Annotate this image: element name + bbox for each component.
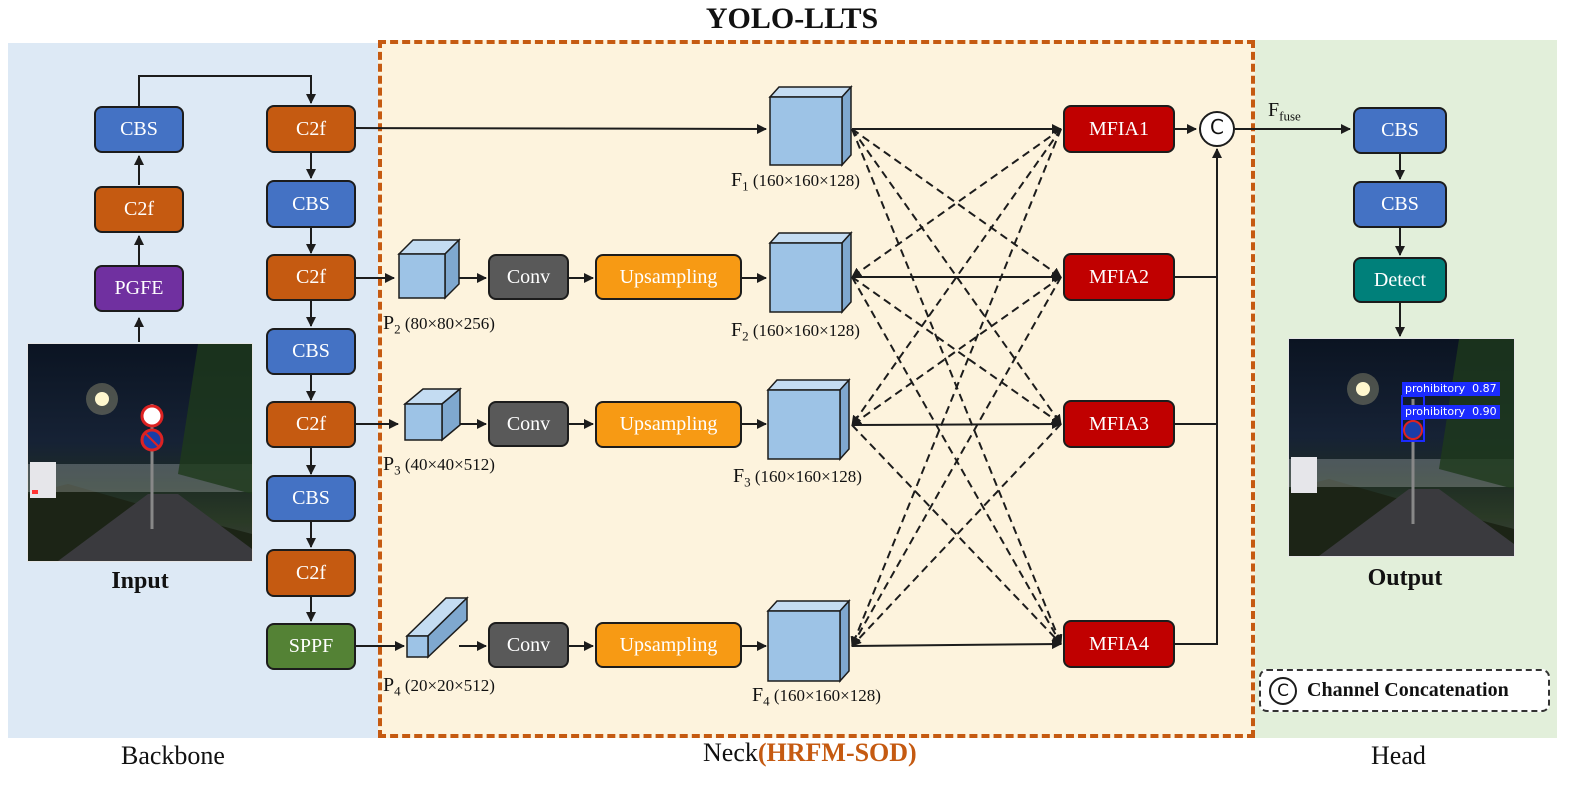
backbone-cbs-2: CBS	[266, 328, 356, 375]
p2-label: P2 (80×80×256)	[383, 312, 495, 337]
mfia-3: MFIA3	[1063, 400, 1175, 448]
f-fuse-label: Ffuse	[1268, 99, 1301, 124]
cube-f4	[766, 599, 851, 683]
backbone-label: Backbone	[121, 741, 225, 770]
input-image	[27, 343, 253, 562]
backbone-c2f-1: C2f	[266, 105, 356, 153]
concat-symbol: C	[1210, 115, 1224, 139]
output-label: Output	[1367, 565, 1443, 591]
cube-f3	[766, 378, 851, 461]
backbone-pgfe: PGFE	[94, 265, 184, 312]
head-cbs-2: CBS	[1353, 181, 1447, 228]
backbone-c2f-2: C2f	[266, 254, 356, 301]
cube-f2	[768, 231, 853, 314]
backbone-cbs-3: CBS	[266, 475, 356, 522]
detection-label-2: prohibitory 0.90	[1402, 405, 1500, 419]
neck-upsampling-p2: Upsampling	[595, 254, 742, 300]
backbone-cbs-1: CBS	[266, 180, 356, 228]
cube-p3	[402, 387, 463, 442]
head-detect: Detect	[1353, 257, 1447, 303]
neck-conv-p4: Conv	[488, 622, 569, 668]
mfia-2: MFIA2	[1063, 253, 1175, 301]
head-label: Head	[1371, 741, 1426, 770]
legend-text: Channel Concatenation	[1307, 679, 1509, 701]
neck-tag: (HRFM-SOD)	[757, 738, 917, 767]
f2-label: F2 (160×160×128)	[731, 319, 860, 344]
head-cbs-1: CBS	[1353, 107, 1447, 154]
backbone-cbs-left: CBS	[94, 106, 184, 153]
f3-label: F3 (160×160×128)	[733, 465, 862, 490]
backbone-c2f-left: C2f	[94, 186, 184, 233]
mfia-4: MFIA4	[1063, 620, 1175, 668]
mfia-1: MFIA1	[1063, 105, 1175, 153]
input-label: Input	[111, 568, 169, 594]
neck-conv-p2: Conv	[488, 254, 569, 300]
f1-label: F1 (160×160×128)	[731, 169, 860, 194]
detection-label-1: prohibitory 0.87	[1402, 382, 1500, 396]
cube-p4	[405, 596, 469, 659]
output-night-road	[1289, 339, 1514, 556]
neck-upsampling-p3: Upsampling	[595, 401, 742, 448]
neck-label: Neck(HRFM-SOD)	[703, 738, 917, 768]
p4-label: P4 (20×20×512)	[383, 674, 495, 699]
input-night-road	[28, 344, 252, 561]
backbone-c2f-4: C2f	[266, 549, 356, 597]
neck-upsampling-p4: Upsampling	[595, 622, 742, 668]
legend-box: C Channel Concatenation	[1259, 669, 1550, 712]
neck-label-text: Neck	[703, 738, 758, 767]
cube-p2	[397, 238, 461, 300]
backbone-c2f-3: C2f	[266, 401, 356, 448]
cube-f1	[768, 85, 853, 167]
diagram-title: YOLO-LLTS	[705, 2, 879, 35]
p3-label: P3 (40×40×512)	[383, 453, 495, 478]
backbone-sppf: SPPF	[266, 623, 356, 670]
legend-concat-icon: C	[1269, 676, 1297, 705]
f4-label: F4 (160×160×128)	[752, 684, 881, 709]
output-image: prohibitory 0.87 prohibitory 0.90	[1288, 338, 1515, 557]
neck-conv-p3: Conv	[488, 401, 569, 447]
